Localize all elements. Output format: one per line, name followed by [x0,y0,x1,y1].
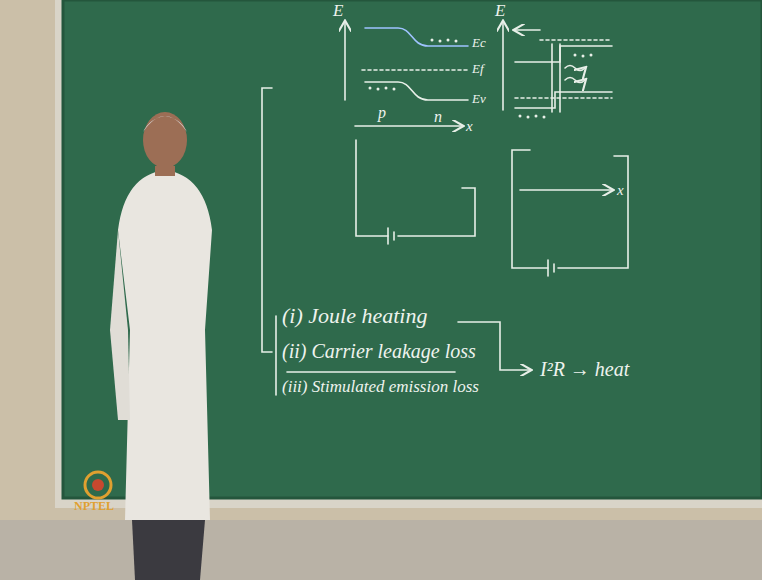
loss-item: (ii) Carrier leakage loss [282,340,476,362]
carrier-dots-right [519,54,593,119]
region-label: n [434,108,442,126]
band-label: Ef [472,62,484,76]
logo-text: NPTEL [74,500,114,513]
loss-item: (iii) Stimulated emission loss [282,378,479,397]
band-diagram-right [503,22,628,276]
loss-item: (i) Joule heating [282,304,427,328]
axis-label: E [495,2,505,21]
axis-label: x [617,182,624,199]
nptel-logo [85,472,111,498]
band-diagram-left [345,22,475,244]
carrier-dots-left [369,39,458,91]
region-label: p [378,104,386,122]
brackets-and-arrows [262,88,530,395]
band-label: Ec [472,36,486,50]
band-label: Ev [472,92,486,106]
formula-label: I²R → heat [540,358,629,380]
axis-label: x [466,118,473,135]
lecturer [110,112,212,580]
floor [0,520,762,580]
axis-label: E [333,2,343,21]
